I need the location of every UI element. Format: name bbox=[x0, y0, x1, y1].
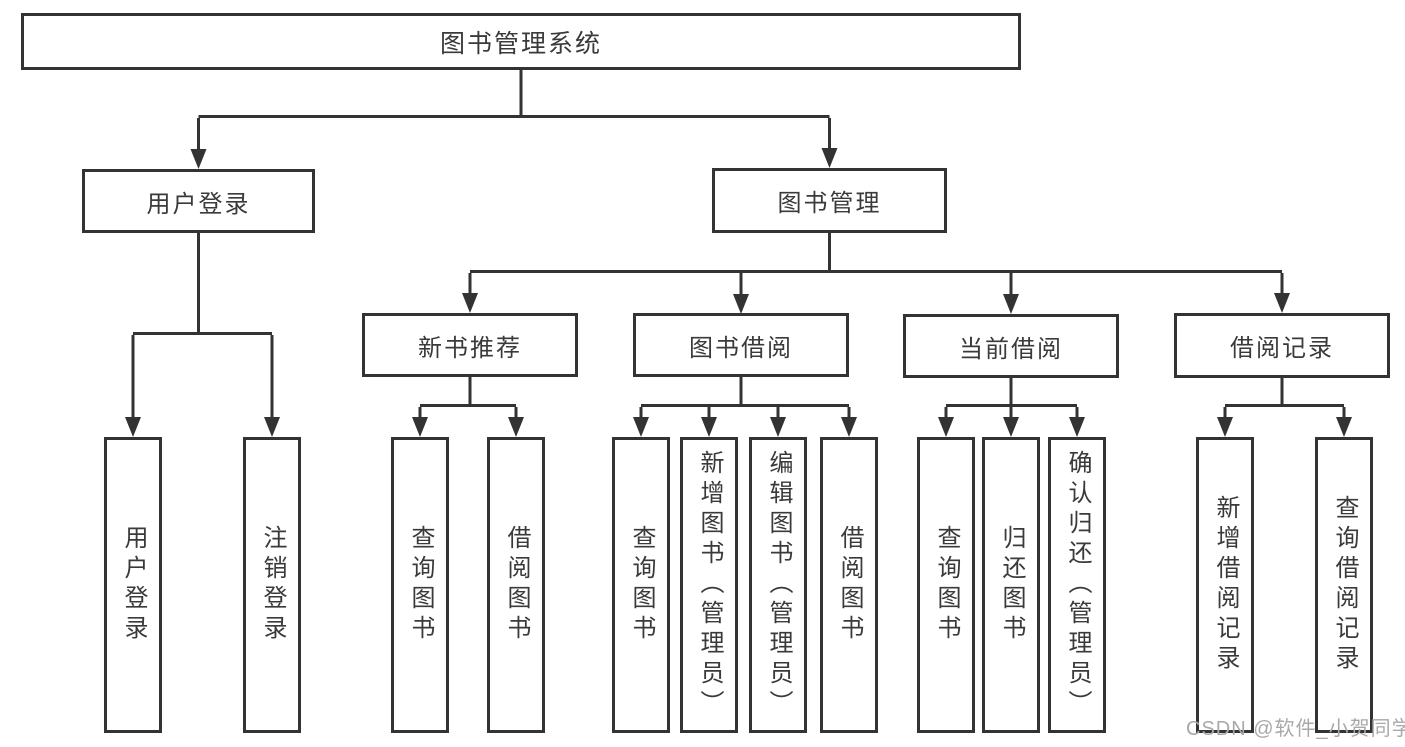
node-label: 新增借阅记录 bbox=[1212, 495, 1239, 675]
connector-current-children bbox=[944, 378, 1079, 419]
node-label: 查询图书 bbox=[628, 525, 655, 645]
arrowheads bbox=[125, 148, 1352, 437]
node-label: 查询图书 bbox=[933, 525, 960, 645]
arrowhead bbox=[733, 294, 749, 314]
arrowhead bbox=[1003, 417, 1019, 437]
arrowhead bbox=[125, 417, 141, 437]
node-user-login: 用户登录 bbox=[82, 169, 315, 233]
leaf-edit-book-admin: 编辑图书（管理员） bbox=[749, 437, 807, 733]
node-label: 注销登录 bbox=[259, 525, 286, 645]
leaf-add-book-admin: 新增图书（管理员） bbox=[680, 437, 738, 733]
node-library-management-system: 图书管理系统 bbox=[21, 13, 1021, 70]
node-label: 图书管理系统 bbox=[439, 29, 602, 58]
node-label: 编辑图书（管理员） bbox=[765, 450, 792, 720]
arrowhead bbox=[1069, 417, 1085, 437]
node-label: 借阅图书 bbox=[503, 525, 530, 645]
node-label: 用户登录 bbox=[146, 190, 251, 218]
leaf-confirm-return-admin: 确认归还（管理员） bbox=[1048, 437, 1106, 733]
node-label: 借阅记录 bbox=[1230, 335, 1334, 362]
node-label: 查询借阅记录 bbox=[1331, 495, 1358, 675]
arrowhead bbox=[1336, 417, 1352, 437]
arrowhead bbox=[412, 417, 428, 437]
leaf-add-borrow-record: 新增借阅记录 bbox=[1196, 437, 1254, 733]
leaf-borrow-books-recommend: 借阅图书 bbox=[487, 437, 545, 733]
watermark: CSDN @软件_小贺同学 bbox=[1186, 718, 1405, 740]
arrowhead bbox=[770, 417, 786, 437]
node-label: 确认归还（管理员） bbox=[1064, 450, 1091, 720]
arrowhead bbox=[841, 417, 857, 437]
node-book-management: 图书管理 bbox=[712, 168, 947, 233]
node-current-borrowing: 当前借阅 bbox=[903, 314, 1119, 378]
arrowhead bbox=[190, 149, 207, 169]
arrowhead bbox=[1003, 294, 1019, 314]
arrowhead bbox=[462, 293, 478, 313]
connector-paths bbox=[131, 70, 1346, 419]
arrowhead bbox=[264, 417, 280, 437]
leaf-borrow-books-borrowing: 借阅图书 bbox=[820, 437, 878, 733]
connector-root-to-level2 bbox=[197, 70, 831, 151]
leaf-return-book: 归还图书 bbox=[982, 437, 1040, 733]
arrowhead bbox=[821, 148, 838, 168]
node-label: 图书借阅 bbox=[689, 334, 793, 362]
leaf-query-books-recommend: 查询图书 bbox=[391, 437, 449, 733]
node-book-borrowing: 图书借阅 bbox=[633, 313, 849, 377]
connector-book-management-children bbox=[468, 233, 1284, 296]
leaf-query-books-borrowing: 查询图书 bbox=[612, 437, 670, 733]
arrowhead bbox=[633, 417, 649, 437]
node-new-book-recommendation: 新书推荐 bbox=[362, 313, 578, 377]
node-label: 新书推荐 bbox=[418, 334, 522, 362]
node-borrowing-records: 借阅记录 bbox=[1174, 313, 1390, 378]
arrowhead bbox=[1217, 417, 1233, 437]
leaf-query-books-current: 查询图书 bbox=[917, 437, 975, 733]
arrowhead bbox=[938, 417, 954, 437]
node-label: 借阅图书 bbox=[836, 525, 863, 645]
node-label: 归还图书 bbox=[998, 525, 1025, 645]
node-label: 图书管理 bbox=[777, 190, 882, 217]
arrowhead bbox=[1274, 293, 1290, 313]
arrowhead bbox=[701, 417, 717, 437]
leaf-logout: 注销登录 bbox=[243, 437, 301, 733]
node-label: 用户登录 bbox=[120, 525, 147, 645]
connector-recommend-children bbox=[418, 377, 518, 419]
node-label: 查询图书 bbox=[407, 525, 434, 645]
node-label: 当前借阅 bbox=[959, 335, 1063, 363]
connector-records-children bbox=[1223, 378, 1346, 419]
arrowhead bbox=[508, 417, 524, 437]
connector-user-login-children bbox=[131, 233, 274, 419]
node-label: 新增图书（管理员） bbox=[696, 450, 723, 720]
leaf-user-login: 用户登录 bbox=[104, 437, 162, 733]
connector-borrowing-children bbox=[639, 377, 851, 419]
leaf-query-borrow-record: 查询借阅记录 bbox=[1315, 437, 1373, 733]
